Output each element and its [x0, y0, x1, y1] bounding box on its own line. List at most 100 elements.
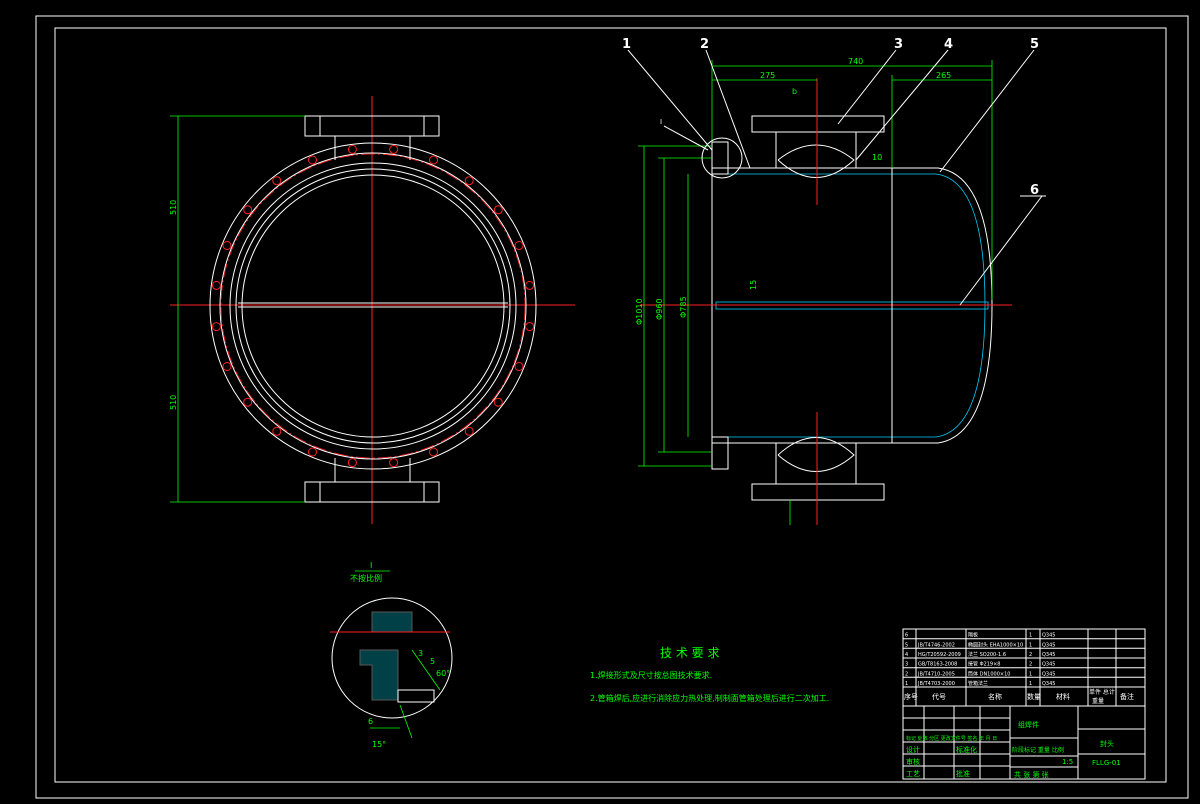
parts-cell-qty: 1: [1029, 671, 1032, 677]
bolt-hole: [222, 241, 232, 250]
bolt-hole: [389, 458, 399, 468]
detail-label: I: [370, 561, 372, 570]
part-label-3: 3: [894, 37, 903, 52]
bolt-hole: [347, 144, 357, 154]
bolt-holes: [211, 144, 535, 468]
part-label-1: 1: [622, 37, 631, 52]
detail-angle-bottom: 15°: [372, 740, 386, 749]
header-weight: 单件 总计: [1089, 688, 1115, 696]
parts-cell-code: GB/T8163-2008: [918, 662, 957, 668]
parts-cell-name: 筒体 DN1000×10: [968, 670, 1010, 677]
detail-gap: 3: [418, 649, 423, 658]
detail-root: 6: [368, 717, 373, 726]
dim-top-left: 275: [760, 71, 775, 80]
bolt-hole: [222, 362, 232, 371]
parts-cell-no: 5: [905, 642, 908, 648]
bolt-hole: [211, 322, 221, 332]
bolt-hole: [272, 176, 282, 186]
sheet-info: 共 张 第 张: [1014, 770, 1049, 779]
bolt-hole: [389, 144, 399, 154]
bolt-hole: [429, 155, 438, 165]
inner-frame: [54, 27, 1167, 783]
parts-cell-no: 1: [905, 681, 908, 687]
front-view: 510 510: [169, 96, 575, 524]
parts-cell-code: JB/T4746-2002: [917, 642, 955, 648]
parts-cell-no: 2: [905, 671, 908, 677]
notes-line-2: 2.管箱焊后,应进行消除应力热处理,制制面管箱处理后进行二次加工.: [590, 693, 829, 703]
parts-cell-name: 椭圆封头 EHA1000×10: [968, 641, 1023, 648]
drawing-no: FLLG-01: [1092, 759, 1121, 767]
technical-notes: 技 术 要 求 1.焊接形式及尺寸按总图技术要求. 2.管箱焊后,应进行消除应力…: [590, 646, 829, 703]
parts-cell-no: 3: [905, 662, 908, 668]
side-section-view: 740 275 265 b 10 15 Φ1010 Φ960 Φ785 I 1 …: [622, 37, 1046, 525]
dim-left-lower: 510: [169, 395, 178, 410]
parts-cell-mat: Q345: [1042, 681, 1055, 687]
parts-cell-qty: 1: [1029, 681, 1032, 687]
parts-cell-qty: 2: [1029, 652, 1032, 658]
header-remark: 备注: [1120, 692, 1134, 701]
header-name: 名称: [988, 692, 1002, 701]
dim-divider-thk: 15: [749, 280, 758, 290]
dim-nozzle-thk: 10: [872, 153, 882, 162]
parts-cell-no: 4: [905, 652, 908, 658]
parts-cell-mat: Q345: [1042, 633, 1055, 639]
detail-view-i: I 不按比例 3 60° 5 6 15°: [330, 561, 453, 749]
parts-cell-mat: Q345: [1042, 671, 1055, 677]
detail-marker-label: I: [660, 118, 662, 126]
bolt-hole: [211, 280, 221, 290]
header-no: 序号: [904, 692, 918, 701]
parts-cell-qty: 2: [1029, 662, 1032, 668]
parts-cell-code: HG/T20592-2009: [918, 652, 961, 658]
process-label: 工艺: [906, 770, 920, 778]
review-label: 审核: [906, 757, 920, 766]
dim-top-total: 740: [848, 57, 863, 66]
part-label-5: 5: [1030, 37, 1039, 52]
stage-header: 阶段标记 重量 比例: [1012, 746, 1064, 754]
assembly-name: 组焊件: [1018, 720, 1039, 729]
bolt-hole: [243, 205, 253, 215]
notes-line-1: 1.焊接形式及尺寸按总图技术要求.: [590, 670, 712, 680]
bolt-hole: [272, 426, 282, 436]
parts-cell-mat: Q345: [1042, 652, 1055, 658]
part-label-6: 6: [1030, 183, 1039, 198]
bolt-hole: [514, 241, 524, 250]
dim-dia-outer: Φ1010: [635, 298, 644, 325]
detail-angle-top: 60°: [436, 669, 450, 678]
detail-scale: 不按比例: [350, 573, 382, 583]
bolt-hole: [308, 155, 317, 165]
parts-cell-no: 6: [905, 633, 908, 639]
scale-value: 1:5: [1062, 758, 1073, 766]
dim-small-b: b: [792, 87, 797, 96]
bolt-hole: [493, 397, 503, 407]
header-code: 代号: [932, 692, 946, 701]
parts-cell-name: 隔板: [968, 632, 978, 639]
parts-cell-name: 接管 Φ219×8: [968, 661, 1000, 668]
approve-label: 批准: [956, 769, 970, 778]
part-label-4: 4: [944, 37, 953, 52]
header-qty: 数量: [1027, 692, 1041, 701]
part-label-2: 2: [700, 37, 709, 52]
parts-cell-name: 法兰 SO200-1.6: [968, 651, 1006, 658]
detail-thickness: 5: [430, 657, 435, 666]
bolt-hole: [429, 447, 438, 457]
standard-label: 标准化: [956, 745, 977, 754]
parts-cell-mat: Q345: [1042, 642, 1055, 648]
bolt-hole: [514, 362, 524, 371]
dim-dia-inner: Φ785: [679, 296, 688, 318]
part-name: 封头: [1100, 739, 1114, 748]
design-label: 设计: [906, 745, 920, 754]
notes-title: 技 术 要 求: [660, 646, 719, 660]
bolt-hole: [243, 397, 253, 407]
bolt-hole: [493, 205, 503, 215]
bolt-hole: [464, 176, 474, 186]
bolt-hole: [347, 458, 357, 468]
dim-top-right: 265: [936, 71, 951, 80]
parts-cell-qty: 1: [1029, 633, 1032, 639]
bolt-hole: [308, 447, 317, 457]
bolt-hole: [464, 426, 474, 436]
dim-dia-mid: Φ960: [655, 298, 664, 320]
bolt-hole: [525, 280, 535, 290]
